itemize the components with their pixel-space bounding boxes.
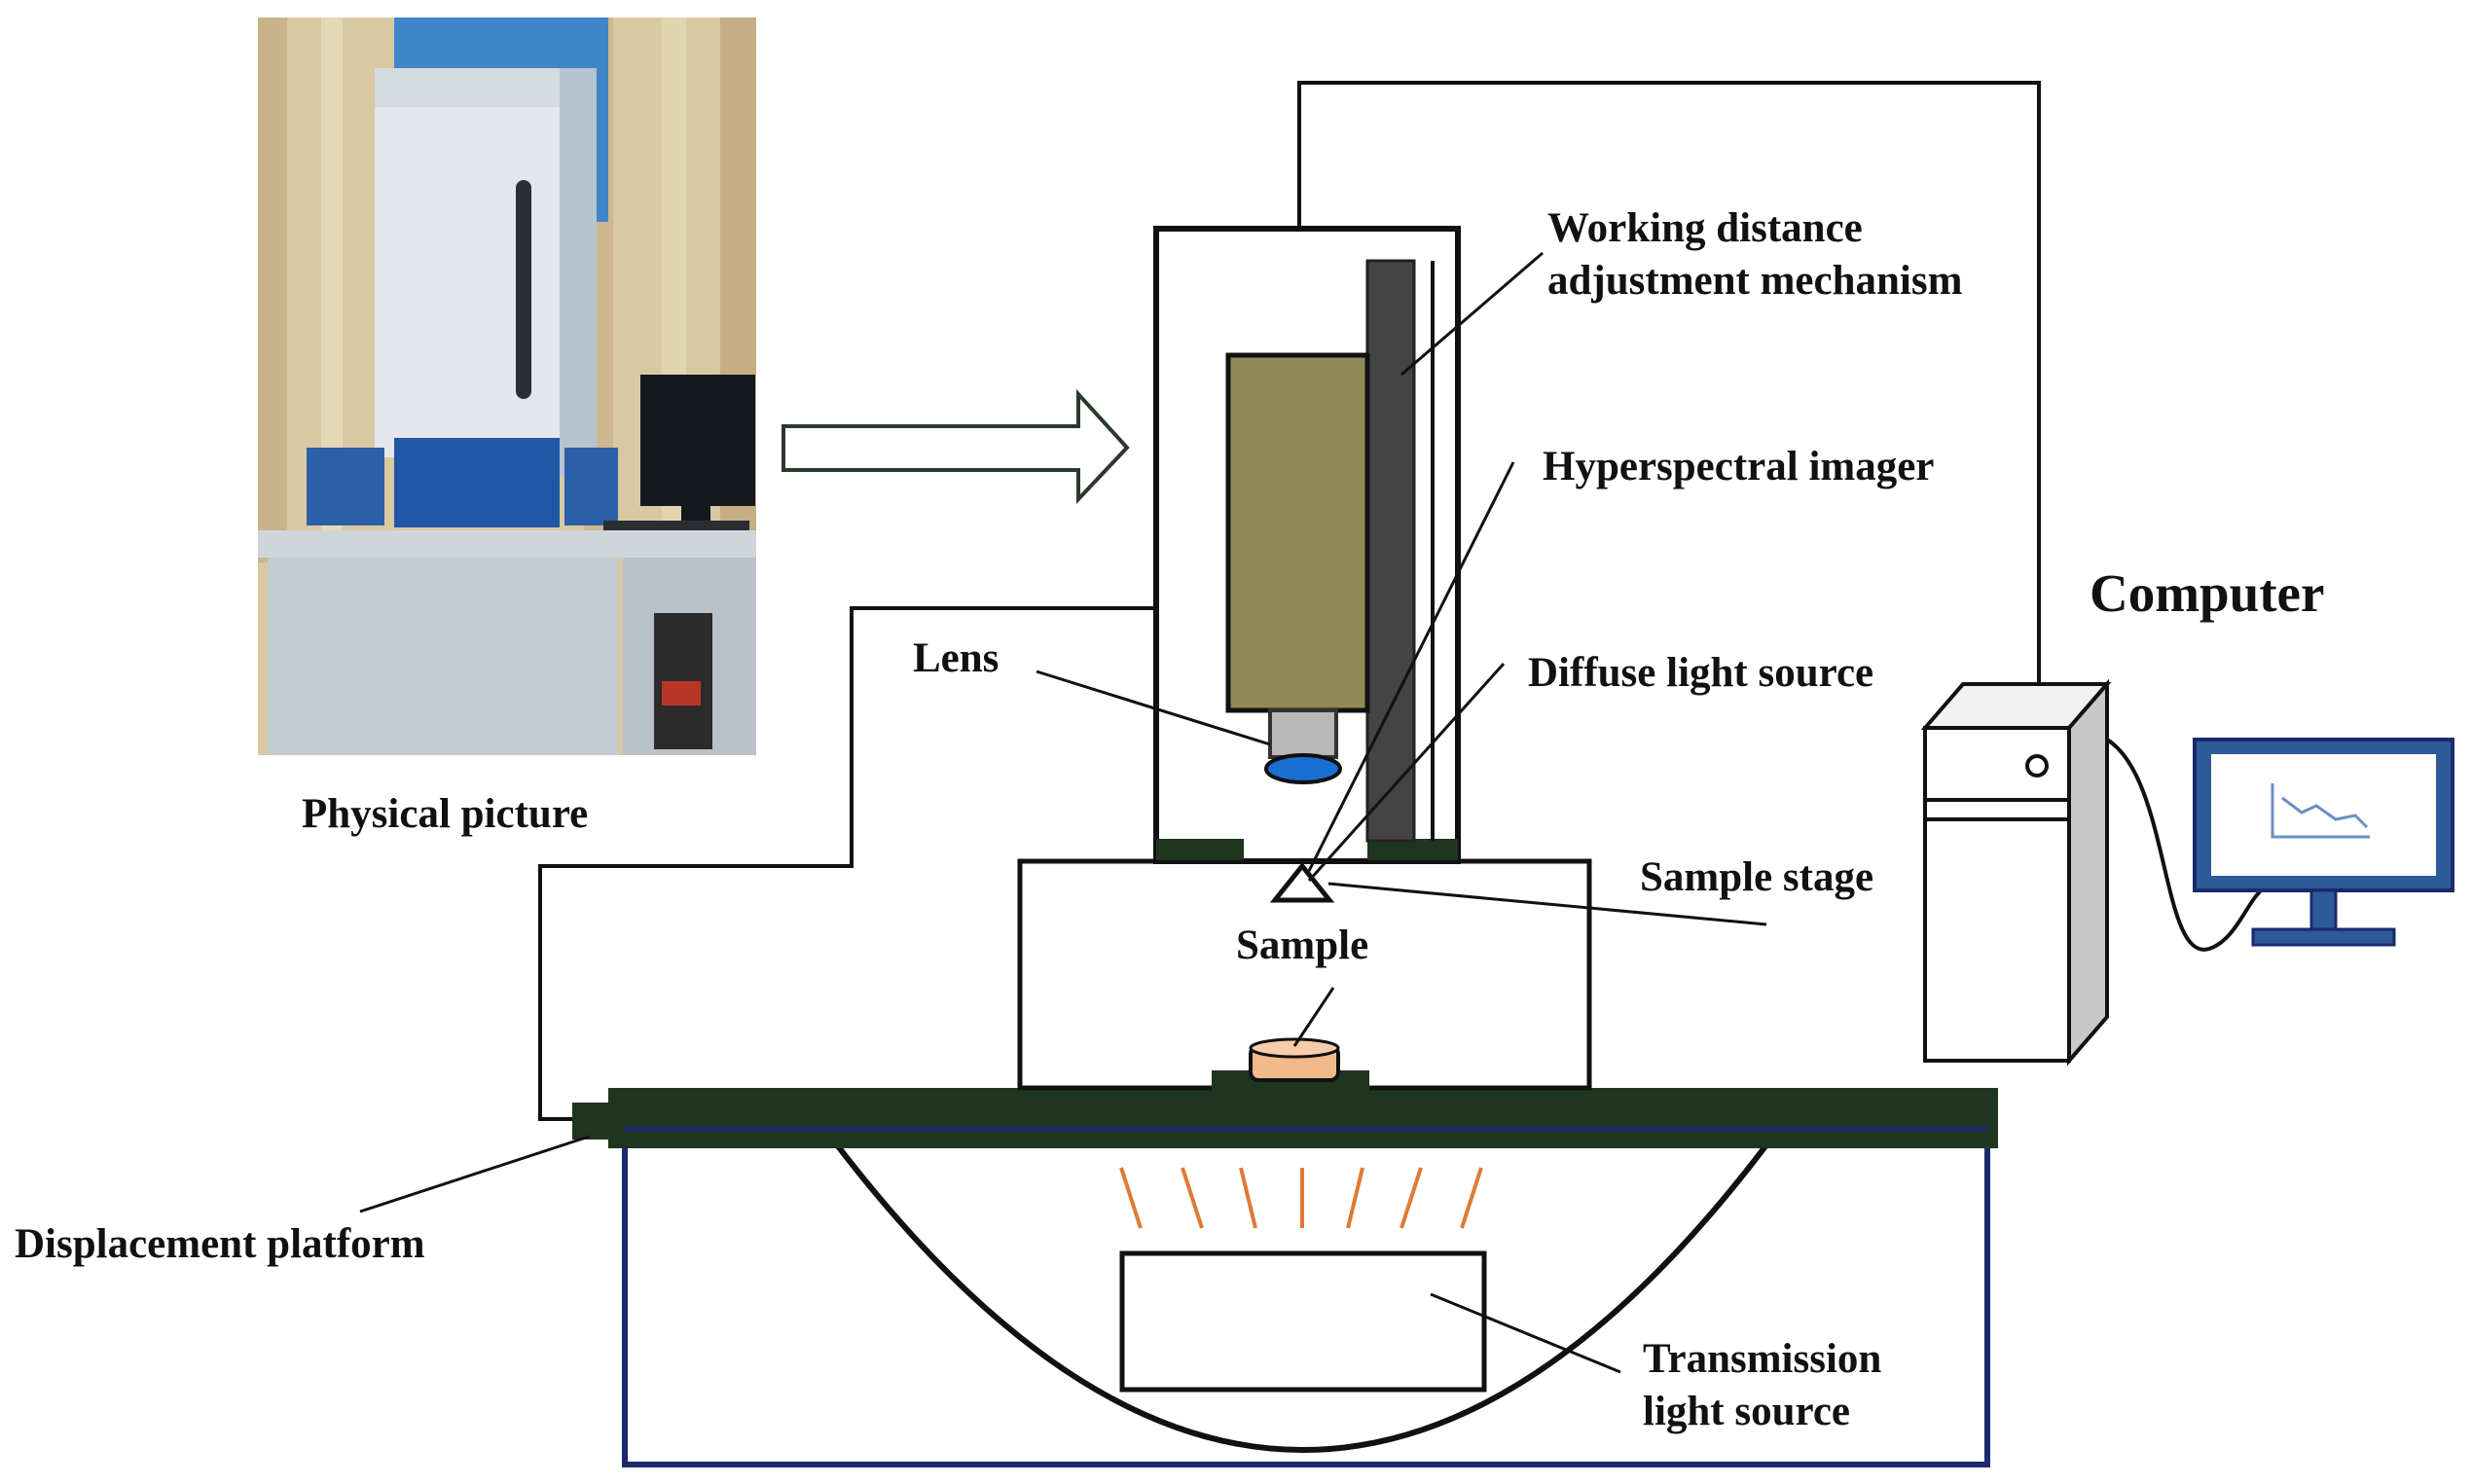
adjustment-rail [1365, 259, 1416, 843]
transmission-light-source [1119, 1250, 1487, 1393]
working-distance-label-line2: adjustment mechanism [1547, 258, 1963, 304]
displacement-platform [608, 1088, 1998, 1148]
diffuse-light-source-label: Diffuse light source [1528, 650, 1873, 696]
imager-computer-cable [1297, 81, 2041, 701]
transmission-light-rays [1119, 1167, 1483, 1229]
lens-label: Lens [913, 635, 999, 681]
displacement-platform-end [572, 1103, 611, 1140]
lens [1264, 753, 1342, 784]
leader-lines [359, 251, 1767, 1374]
right-arrow-icon [782, 388, 1130, 505]
sample-stage-label: Sample stage [1640, 854, 1873, 900]
power-button-icon [2025, 754, 2049, 778]
physical-picture-label: Physical picture [302, 791, 588, 837]
displacement-platform-label: Displacement platform [15, 1221, 425, 1267]
hyperspectral-imager [1225, 352, 1370, 713]
computer-tower [1920, 678, 2112, 1067]
physical-picture-photo [258, 18, 756, 755]
enclosure-platform-cable [538, 606, 1156, 1121]
hyperspectral-imager-label: Hyperspectral imager [1543, 444, 1934, 489]
reflector-curve [829, 1137, 1774, 1453]
working-distance-label-line1: Working distance [1547, 205, 1863, 251]
computer-label: Computer [2090, 563, 2324, 623]
lens-barrel [1268, 708, 1338, 759]
computer-monitor [2193, 738, 2454, 947]
sample-label: Sample [1236, 923, 1368, 968]
transmission-light-source-label-line2: light source [1643, 1389, 1850, 1434]
monitor-cable [2105, 738, 2270, 952]
transmission-light-source-label-line1: Transmission [1643, 1336, 1881, 1382]
diffuse-light-source-icon [1269, 861, 1335, 903]
